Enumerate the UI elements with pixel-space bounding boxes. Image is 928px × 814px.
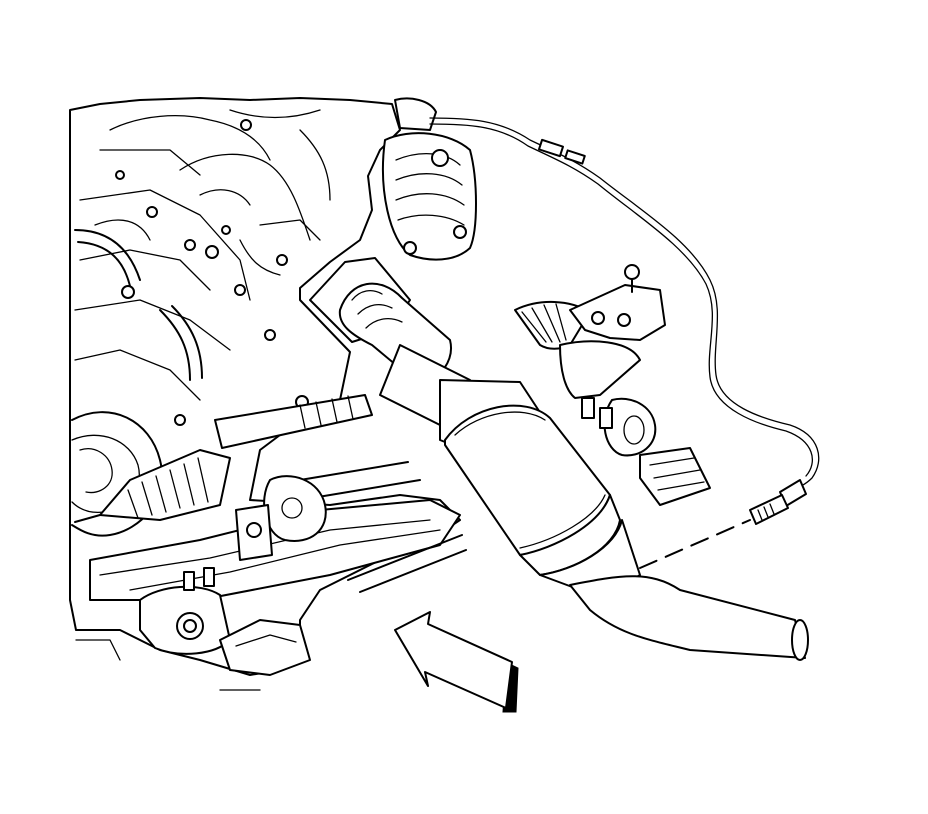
exhaust-pipe <box>309 257 809 661</box>
alternator <box>382 97 477 261</box>
direction-arrow-icon <box>394 611 519 713</box>
engine-assembly <box>69 97 467 691</box>
oxygen-sensor <box>429 117 820 525</box>
exhaust-hanger-bracket <box>514 264 711 506</box>
